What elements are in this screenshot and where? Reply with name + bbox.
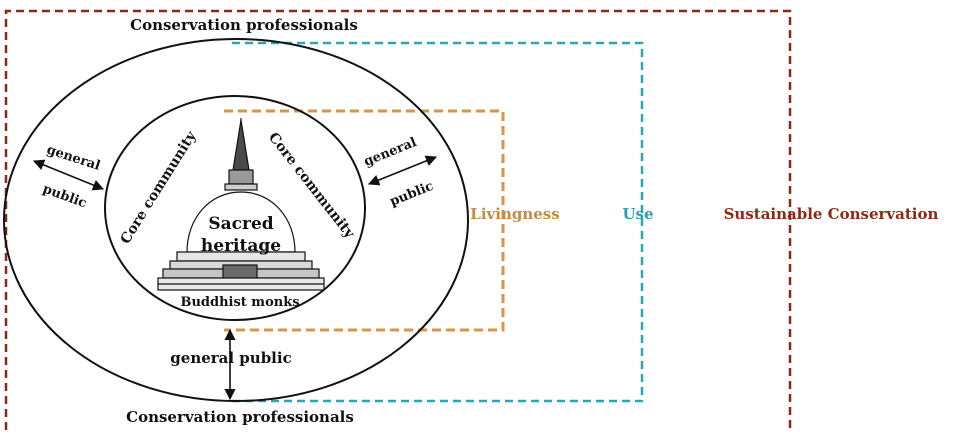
- general-public-left-line2: public: [41, 182, 89, 212]
- use-label: Use: [622, 205, 653, 223]
- sacred-label-line2: heritage: [201, 236, 281, 256]
- livingness-label: Livingness: [470, 205, 559, 223]
- inner-ellipse: [104, 95, 366, 321]
- use-bracket: [232, 41, 644, 403]
- core-community-left-label: Core community: [118, 128, 201, 247]
- general-public-right-line1: general: [362, 135, 419, 170]
- sustainable-conservation-label: Sustainable Conservation: [724, 205, 939, 223]
- general-public-bottom-label: general public: [170, 349, 291, 367]
- sacred-label-line1: Sacred: [208, 214, 273, 234]
- monks-label: Buddhist monks: [180, 295, 299, 310]
- general-public-left-arrow: [32, 159, 105, 191]
- stupa-icon: [157, 118, 325, 291]
- conservation-professionals-bottom: Conservation professionals: [126, 408, 354, 426]
- conservation-professionals-top: Conservation professionals: [130, 16, 358, 34]
- general-public-right-arrow: [367, 155, 438, 186]
- livingness-bracket: [224, 109, 505, 332]
- general-public-right-line2: public: [388, 179, 436, 210]
- outer-ellipse: [3, 38, 469, 402]
- sustainable-conservation-frame: [4, 9, 792, 430]
